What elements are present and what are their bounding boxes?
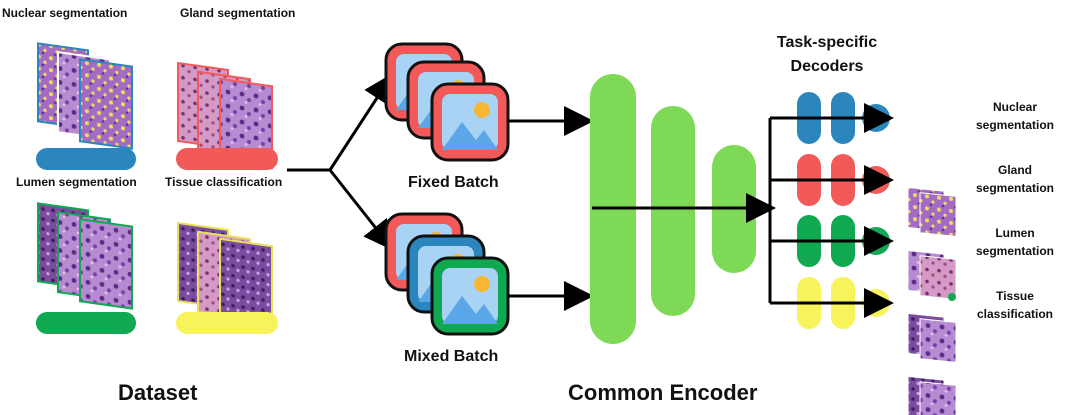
decoder-row-2 xyxy=(770,154,894,206)
task-label-lumen: Lumen segmentation xyxy=(16,175,137,189)
dataset-title: Dataset xyxy=(118,380,198,405)
decoder-title-line2: Decoders xyxy=(790,58,864,75)
output-label-gland-2: segmentation xyxy=(975,181,1054,195)
batch-to-encoder-arrows xyxy=(508,106,594,311)
output-label-gland-1: Gland xyxy=(997,163,1032,177)
mixed-batch-icons xyxy=(384,212,510,336)
decoder-row-1 xyxy=(770,92,894,144)
fixed-batch-icons xyxy=(384,42,510,162)
output-thumbnails xyxy=(907,186,957,415)
nuclear-color-pill xyxy=(36,148,136,170)
gland-tissue-stack xyxy=(177,61,273,170)
fixed-batch-label: Fixed Batch xyxy=(408,174,499,191)
output-label-lumen-2: segmentation xyxy=(975,244,1054,258)
mixed-image-icon-3 xyxy=(430,256,510,336)
output-label-tissue-1: Tissue xyxy=(996,289,1034,303)
output-label-lumen-1: Lumen xyxy=(995,226,1035,240)
tissue-color-pill xyxy=(176,312,278,334)
dataset-connector xyxy=(287,72,394,251)
encoder-title: Common Encoder xyxy=(568,380,758,405)
fixed-image-icon-3 xyxy=(430,82,510,162)
encoder-layer-2 xyxy=(651,106,695,316)
output-label-nuclear-2: segmentation xyxy=(975,118,1054,132)
lumen-color-pill xyxy=(36,312,136,334)
tissue-classification-stack xyxy=(177,221,273,330)
decoder-rows xyxy=(770,92,894,329)
task-label-tissue: Tissue classification xyxy=(165,175,283,189)
gland-color-pill xyxy=(176,148,278,170)
encoder-to-decoder-lines xyxy=(592,118,776,303)
mixed-batch-label: Mixed Batch xyxy=(404,348,499,365)
lumen-tissue-stack xyxy=(37,202,133,310)
decoder-row-3 xyxy=(770,215,894,267)
output-label-tissue-2: classification xyxy=(976,307,1054,321)
task-label-gland: Gland segmentation xyxy=(180,6,296,20)
decoder-title-line1: Task-specific xyxy=(776,34,878,51)
decoder-row-4 xyxy=(770,277,894,329)
nuclear-tissue-stack xyxy=(37,42,133,150)
task-label-nuclear: Nuclear segmentation xyxy=(2,6,128,20)
output-label-nuclear-1: Nuclear xyxy=(992,100,1038,114)
